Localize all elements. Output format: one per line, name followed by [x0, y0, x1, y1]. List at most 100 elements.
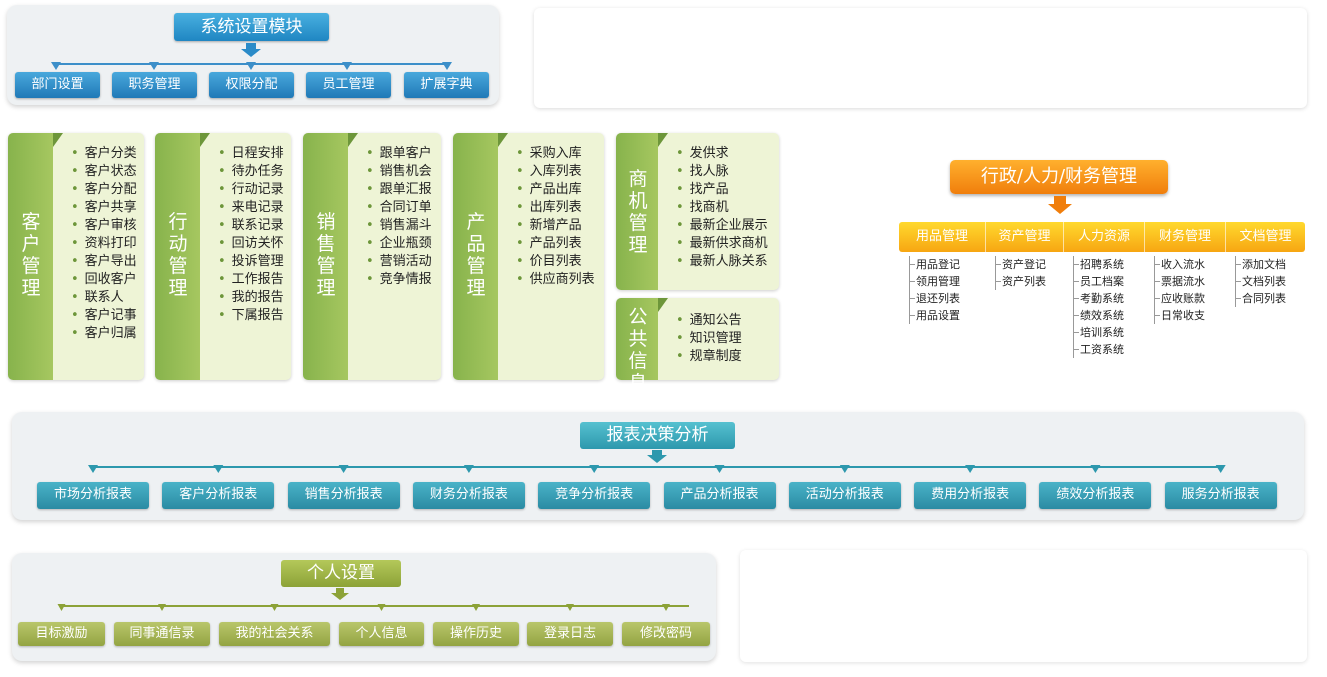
- personal-item-button[interactable]: 个人信息: [339, 622, 424, 646]
- reports-title[interactable]: 报表决策分析: [580, 422, 735, 449]
- report-item-button[interactable]: 销售分析报表: [287, 482, 400, 509]
- module-item[interactable]: 找产品: [676, 181, 768, 199]
- module-item[interactable]: 行动记录: [218, 181, 284, 199]
- module-item[interactable]: 日程安排: [218, 145, 284, 163]
- module-item[interactable]: 客户导出: [71, 253, 137, 271]
- admin-subitem[interactable]: 绩效系统: [1074, 309, 1124, 322]
- personal-item-button[interactable]: 目标激励: [18, 622, 105, 646]
- admin-subitem[interactable]: 用品登记: [910, 258, 960, 271]
- module-item[interactable]: 工作报告: [218, 271, 284, 289]
- module-item[interactable]: 最新供求商机: [676, 235, 768, 253]
- admin-subitem[interactable]: 日常收支: [1155, 309, 1205, 322]
- report-item-button[interactable]: 竞争分析报表: [538, 482, 651, 509]
- personal-item-button[interactable]: 登录日志: [527, 622, 613, 646]
- module-item[interactable]: 产品列表: [516, 235, 595, 253]
- system-item-button[interactable]: 部门设置: [15, 72, 100, 98]
- module-item[interactable]: 跟单客户: [366, 145, 432, 163]
- report-item-button[interactable]: 财务分析报表: [412, 482, 525, 509]
- report-item-button[interactable]: 活动分析报表: [788, 482, 901, 509]
- module-item[interactable]: 知识管理: [676, 330, 742, 348]
- system-settings-title[interactable]: 系统设置模块: [174, 13, 329, 41]
- personal-item-button[interactable]: 修改密码: [622, 622, 710, 646]
- system-item-button[interactable]: 扩展字典: [404, 72, 489, 98]
- admin-tab[interactable]: 资产管理: [985, 222, 1063, 252]
- report-item-button[interactable]: 绩效分析报表: [1039, 482, 1152, 509]
- admin-subitem[interactable]: 培训系统: [1074, 326, 1124, 339]
- admin-subitem[interactable]: 收入流水: [1155, 258, 1205, 271]
- admin-subitem[interactable]: 应收账款: [1155, 292, 1205, 305]
- report-item-button[interactable]: 客户分析报表: [162, 482, 275, 509]
- module-title[interactable]: 销售管理: [316, 211, 336, 299]
- module-item[interactable]: 客户共享: [71, 199, 137, 217]
- admin-subitem[interactable]: 合同列表: [1236, 292, 1286, 305]
- module-item[interactable]: 客户记事: [71, 307, 137, 325]
- module-item[interactable]: 投诉管理: [218, 253, 284, 271]
- module-item[interactable]: 新增产品: [516, 217, 595, 235]
- admin-subitem[interactable]: 招聘系统: [1074, 258, 1124, 271]
- module-title[interactable]: 公共信息: [628, 306, 648, 394]
- admin-subitem[interactable]: 退还列表: [910, 292, 960, 305]
- admin-tab[interactable]: 人力资源: [1063, 222, 1144, 252]
- module-item[interactable]: 销售漏斗: [366, 217, 432, 235]
- module-item[interactable]: 企业瓶颈: [366, 235, 432, 253]
- module-item[interactable]: 资料打印: [71, 235, 137, 253]
- module-item[interactable]: 规章制度: [676, 348, 742, 366]
- module-item[interactable]: 客户分类: [71, 145, 137, 163]
- system-item-button[interactable]: 员工管理: [306, 72, 391, 98]
- module-item[interactable]: 通知公告: [676, 312, 742, 330]
- module-item[interactable]: 客户归属: [71, 325, 137, 343]
- admin-subitem[interactable]: 文档列表: [1236, 275, 1286, 288]
- module-item[interactable]: 来电记录: [218, 199, 284, 217]
- module-title[interactable]: 商机管理: [628, 168, 648, 256]
- system-item-button[interactable]: 职务管理: [112, 72, 197, 98]
- module-item[interactable]: 找商机: [676, 199, 768, 217]
- admin-subitem[interactable]: 资产登记: [996, 258, 1046, 271]
- module-item[interactable]: 最新企业展示: [676, 217, 768, 235]
- personal-item-button[interactable]: 操作历史: [433, 622, 519, 646]
- module-item[interactable]: 客户状态: [71, 163, 137, 181]
- module-item[interactable]: 联系记录: [218, 217, 284, 235]
- module-item[interactable]: 竞争情报: [366, 271, 432, 289]
- report-item-button[interactable]: 产品分析报表: [663, 482, 776, 509]
- personal-title[interactable]: 个人设置: [281, 560, 401, 587]
- admin-subitem[interactable]: 领用管理: [910, 275, 960, 288]
- module-item[interactable]: 最新人脉关系: [676, 253, 768, 271]
- admin-title[interactable]: 行政/人力/财务管理: [950, 160, 1168, 194]
- module-item[interactable]: 营销活动: [366, 253, 432, 271]
- report-item-button[interactable]: 费用分析报表: [914, 482, 1027, 509]
- admin-subitem[interactable]: 工资系统: [1074, 343, 1124, 356]
- module-item[interactable]: 客户审核: [71, 217, 137, 235]
- module-title[interactable]: 产品管理: [466, 211, 486, 299]
- module-item[interactable]: 发供求: [676, 145, 768, 163]
- module-item[interactable]: 合同订单: [366, 199, 432, 217]
- module-item[interactable]: 跟单汇报: [366, 181, 432, 199]
- report-item-button[interactable]: 市场分析报表: [37, 482, 149, 509]
- admin-subitem[interactable]: 考勤系统: [1074, 292, 1124, 305]
- module-item[interactable]: 销售机会: [366, 163, 432, 181]
- module-item[interactable]: 找人脉: [676, 163, 768, 181]
- personal-item-button[interactable]: 同事通信录: [114, 622, 210, 646]
- admin-tab[interactable]: 财务管理: [1144, 222, 1225, 252]
- module-item[interactable]: 回收客户: [71, 271, 137, 289]
- system-item-button[interactable]: 权限分配: [209, 72, 294, 98]
- admin-tab[interactable]: 文档管理: [1225, 222, 1305, 252]
- admin-subitem[interactable]: 票据流水: [1155, 275, 1205, 288]
- admin-tab[interactable]: 用品管理: [915, 229, 968, 244]
- module-title[interactable]: 行动管理: [168, 211, 188, 299]
- module-item[interactable]: 联系人: [71, 289, 137, 307]
- admin-subitem[interactable]: 员工档案: [1074, 275, 1124, 288]
- module-item[interactable]: 回访关怀: [218, 235, 284, 253]
- module-item[interactable]: 产品出库: [516, 181, 595, 199]
- personal-item-button[interactable]: 我的社会关系: [219, 622, 330, 646]
- admin-subitem[interactable]: 添加文档: [1236, 258, 1286, 271]
- module-item[interactable]: 出库列表: [516, 199, 595, 217]
- report-item-button[interactable]: 服务分析报表: [1164, 482, 1277, 509]
- module-item[interactable]: 采购入库: [516, 145, 595, 163]
- module-item[interactable]: 客户分配: [71, 181, 137, 199]
- admin-subitem[interactable]: 用品设置: [910, 309, 960, 322]
- module-item[interactable]: 入库列表: [516, 163, 595, 181]
- module-item[interactable]: 供应商列表: [516, 271, 595, 289]
- module-title[interactable]: 客户管理: [21, 211, 41, 299]
- module-item[interactable]: 下属报告: [218, 307, 284, 325]
- module-item[interactable]: 价目列表: [516, 253, 595, 271]
